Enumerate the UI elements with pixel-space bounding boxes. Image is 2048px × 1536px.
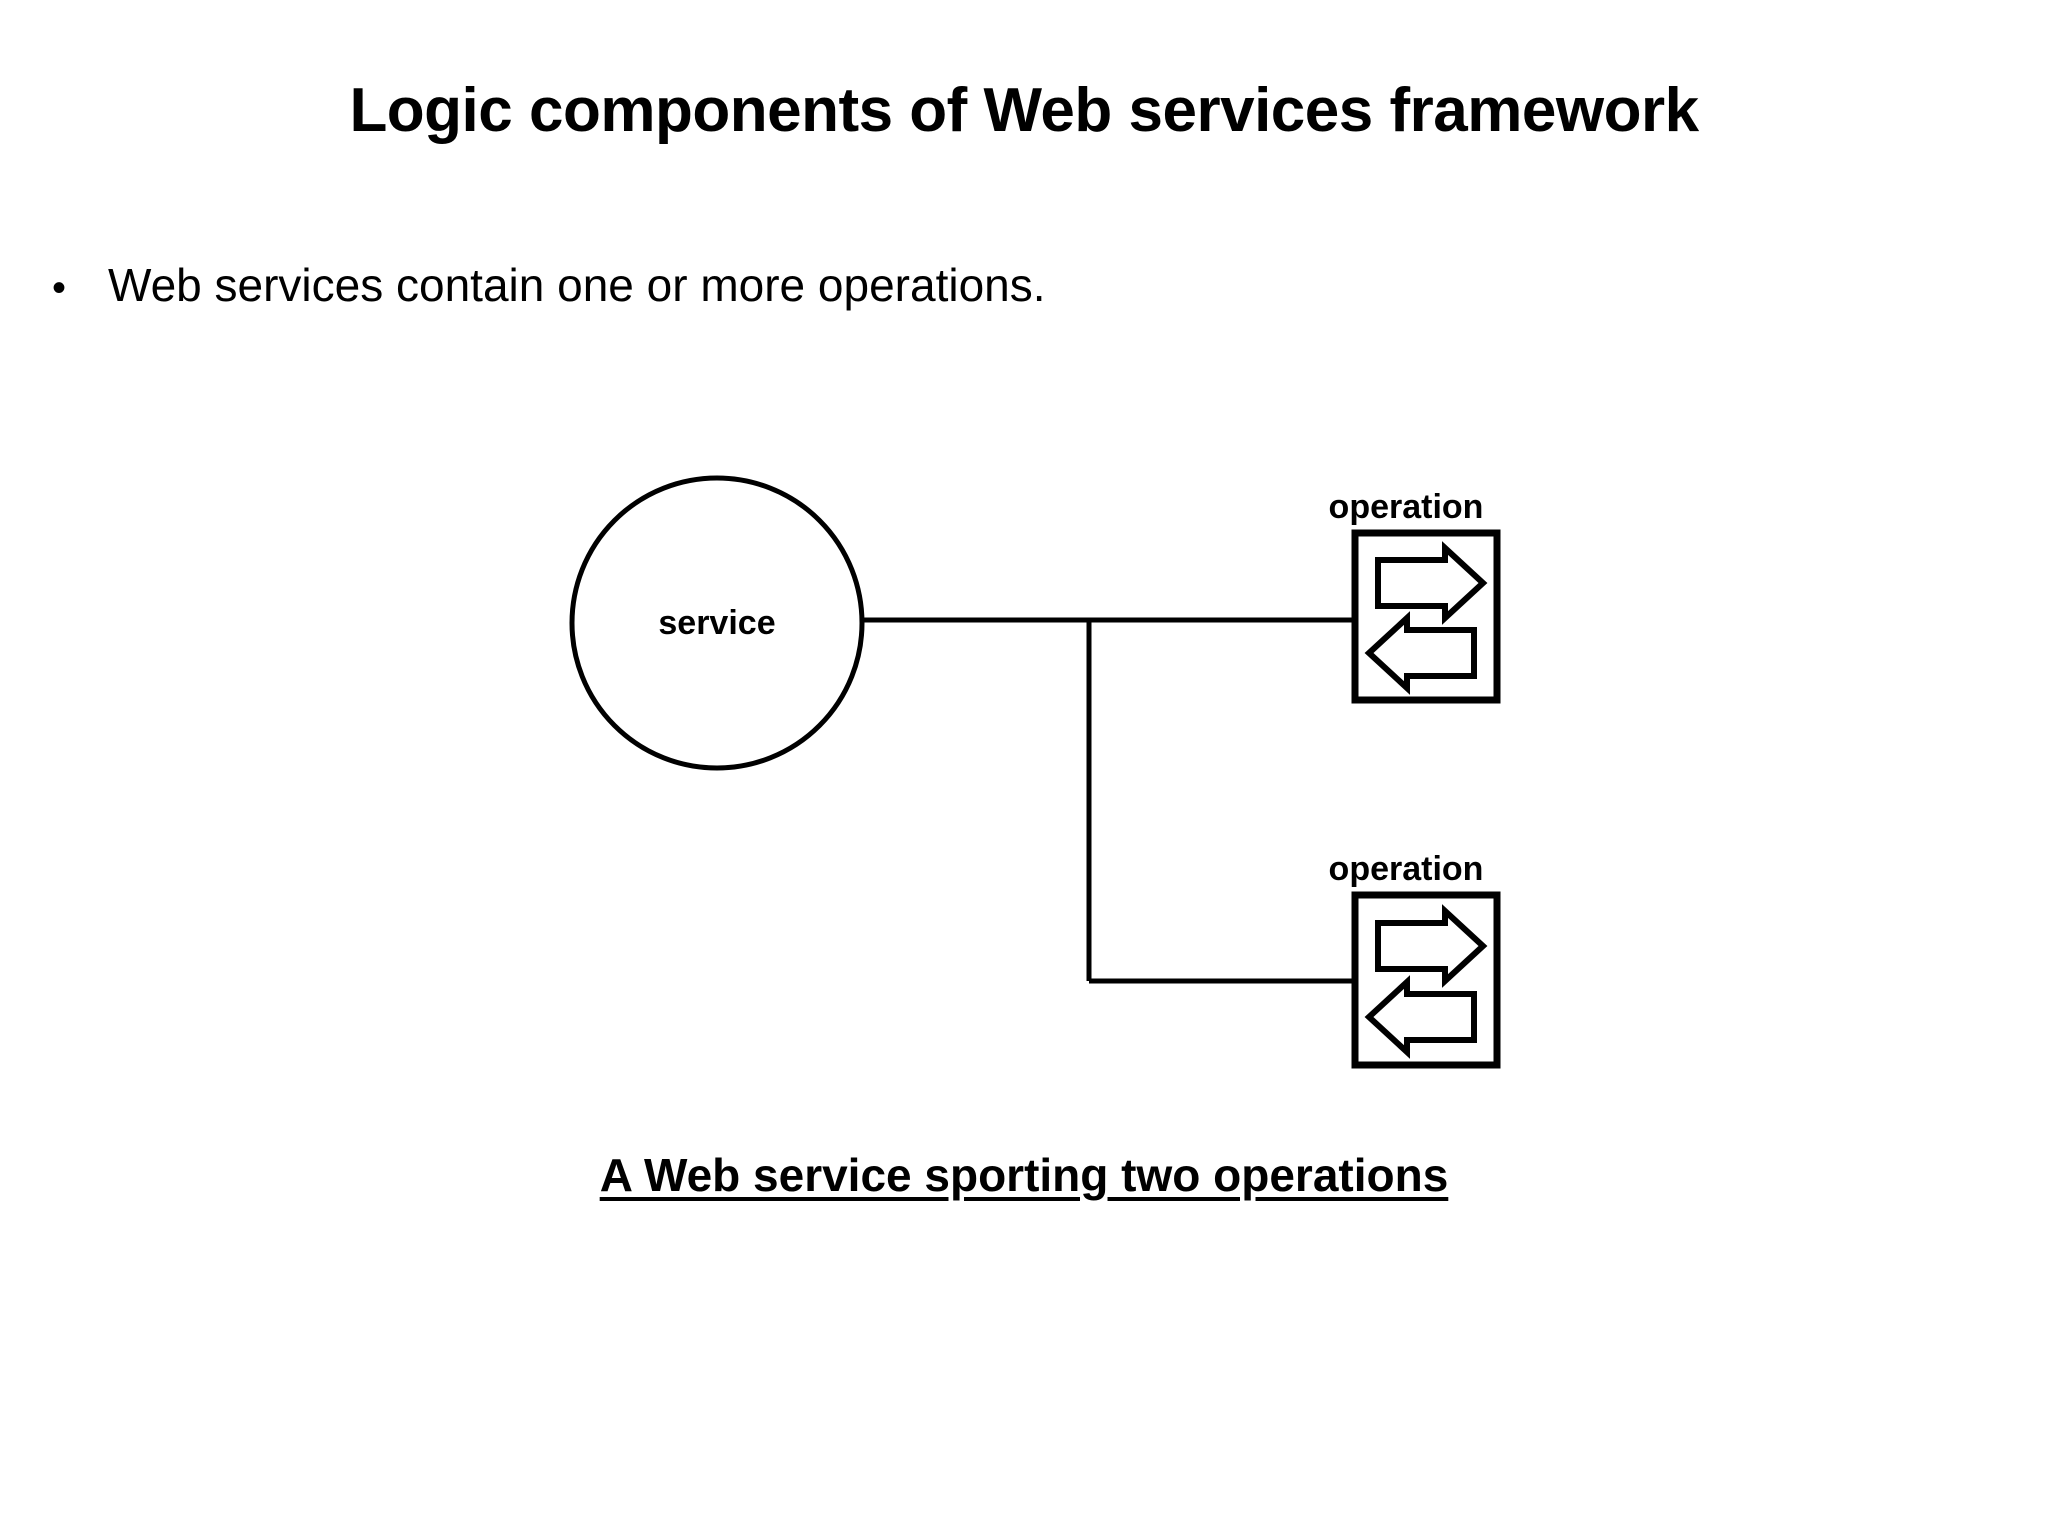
bullet-marker-icon: • bbox=[52, 266, 67, 310]
bullet-item: • Web services contain one or more opera… bbox=[40, 258, 1540, 313]
operation-label-1: operation bbox=[1329, 488, 1484, 526]
service-node-label: service bbox=[658, 604, 775, 642]
exchange-arrows-icon-2 bbox=[1364, 904, 1488, 1059]
page-title: Logic components of Web services framewo… bbox=[349, 76, 1699, 145]
operation-box-2 bbox=[1351, 891, 1501, 1069]
connector-lines bbox=[862, 617, 1355, 984]
service-node-circle bbox=[569, 475, 865, 771]
operation-label-2: operation bbox=[1329, 850, 1484, 888]
operation-box-1 bbox=[1351, 529, 1501, 704]
figure-caption: A Web service sporting two operations bbox=[599, 1149, 1449, 1201]
exchange-arrows-icon-1 bbox=[1364, 541, 1488, 695]
bullet-text: Web services contain one or more operati… bbox=[108, 259, 1046, 311]
